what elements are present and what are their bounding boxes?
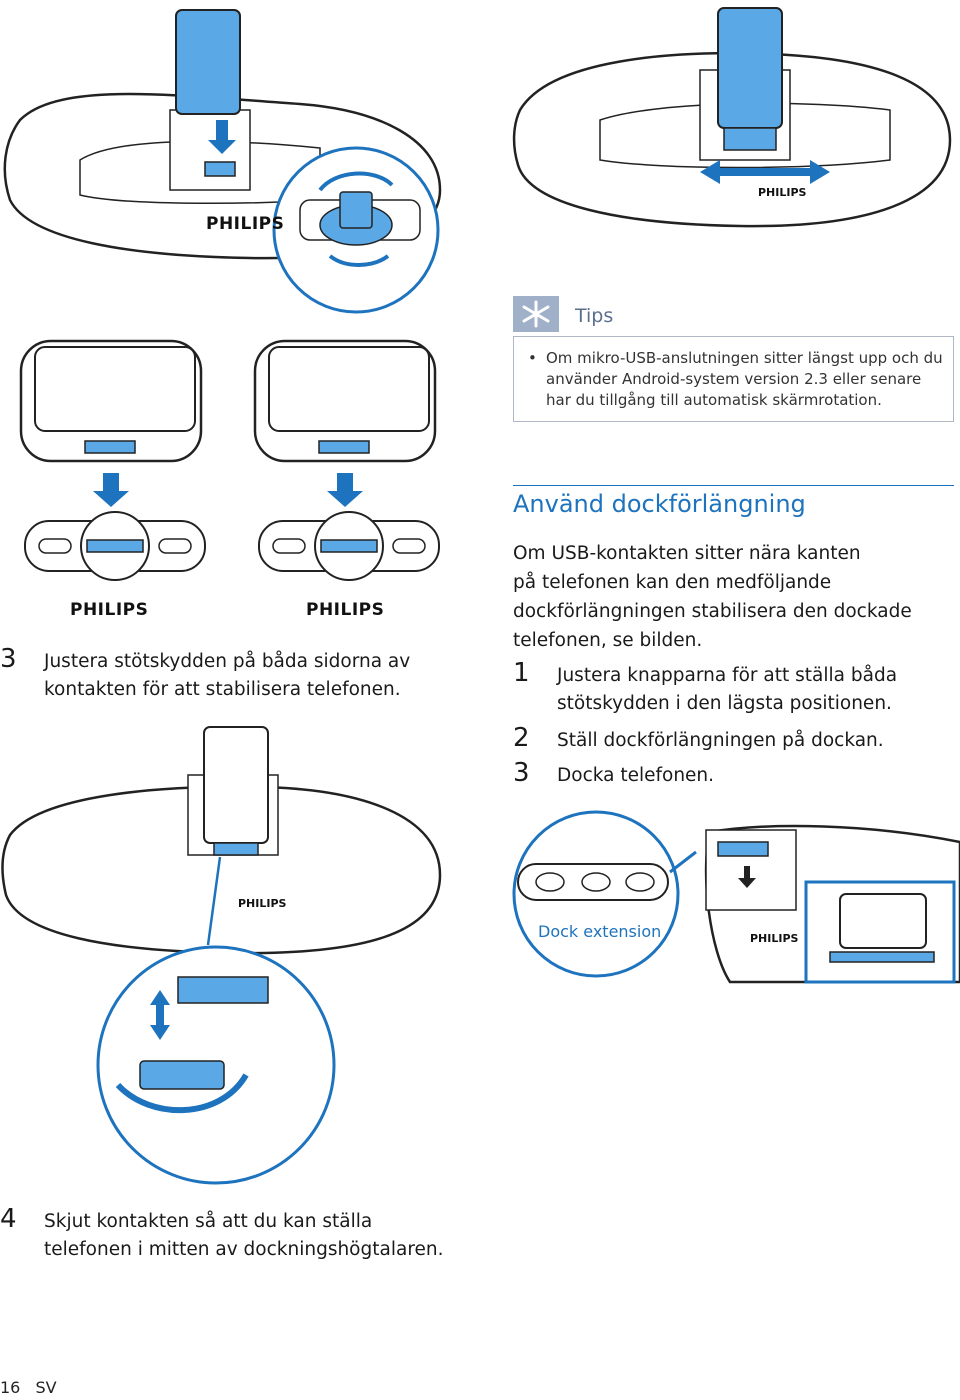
- step-number: 4: [0, 1204, 17, 1234]
- step-item: 3 Docka telefonen.: [513, 758, 953, 792]
- dock-extension-label: Dock extension: [538, 922, 662, 941]
- step-item: 1 Justera knapparna för att ställa båda …: [513, 658, 953, 720]
- step-item: 3 Justera stötskydden på båda sidorna av…: [0, 644, 470, 708]
- brand-label: PHILIPS: [758, 186, 807, 199]
- brand-label: PHILIPS: [206, 214, 284, 234]
- step-text: Docka telefonen.: [557, 765, 715, 786]
- brand-label: PHILIPS: [238, 897, 287, 910]
- step-number: 1: [513, 658, 530, 688]
- step-item: 2 Ställ dockförlängningen på dockan.: [513, 723, 953, 757]
- step-item: 4 Skjut kontakten så att du kan ställa t…: [0, 1204, 470, 1268]
- step-text: Ställ dockförlängningen på dockan.: [557, 730, 884, 751]
- bullet-icon: •: [528, 349, 537, 367]
- tips-box: [513, 336, 954, 422]
- language-code: SV: [35, 1378, 57, 1397]
- section-intro: Om USB-kontakten sitter nära kanten på t…: [513, 543, 912, 651]
- dock-slide-illustration: PHILIPS: [512, 7, 952, 228]
- page-number: 16: [0, 1378, 21, 1397]
- step-number: 3: [0, 644, 17, 674]
- section-title: Använd dockförlängning: [513, 490, 806, 518]
- brand-label: PHILIPS: [750, 932, 799, 945]
- step-text: Skjut kontakten så att du kan ställa tel…: [44, 1211, 444, 1260]
- step-text: Justera stötskydden på båda sidorna av k…: [44, 651, 411, 700]
- asterisk-icon: [513, 296, 559, 332]
- page-footer: 16 SV: [0, 1378, 57, 1397]
- bumper-adjust-illustration: [19, 339, 440, 581]
- section-divider: [513, 485, 954, 486]
- brand-label: PHILIPS: [70, 600, 149, 620]
- step-number: 3: [513, 758, 530, 788]
- brand-label: PHILIPS: [306, 600, 385, 620]
- step-number: 2: [513, 723, 530, 753]
- dock-connector-rotate-illustration: PHILIPS: [3, 9, 442, 314]
- tips-heading: Tips: [575, 305, 614, 327]
- tips-text: Om mikro-USB-anslutningen sitter längst …: [546, 349, 943, 409]
- step-text: Justera knapparna för att ställa båda st…: [557, 665, 898, 714]
- dock-dial-illustration: PHILIPS: [1, 726, 442, 1185]
- dock-extension-illustration: PHILIPS: [512, 810, 960, 984]
